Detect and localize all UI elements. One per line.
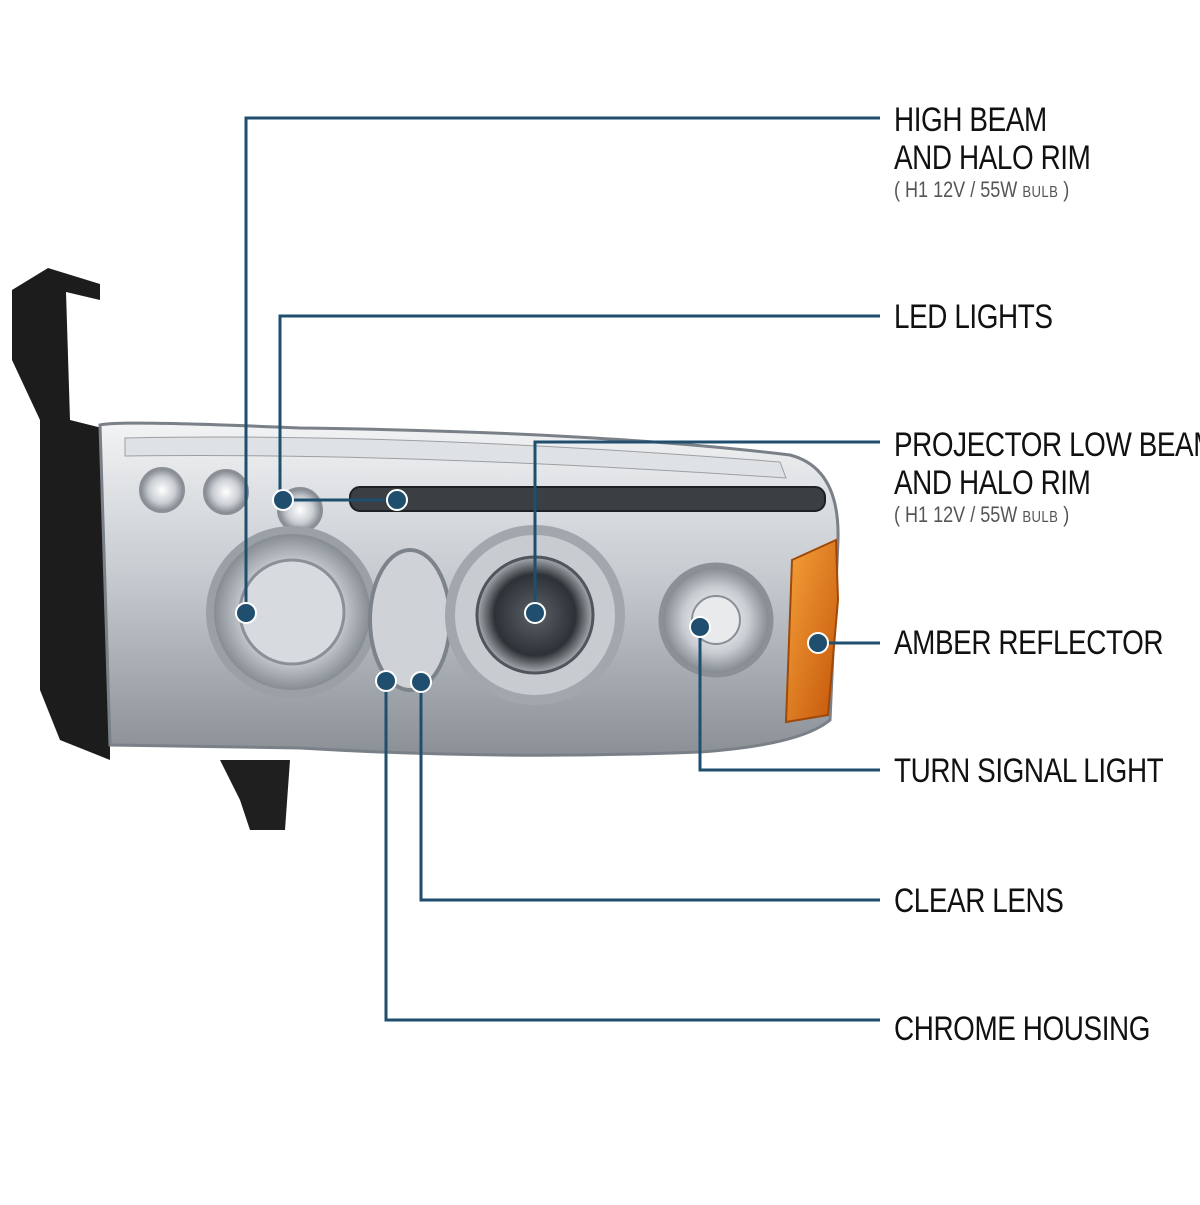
leader-clear-lens [419,682,880,902]
middle-reflector [368,548,452,692]
dot-chrome-housing [375,670,397,692]
label-led-lights-text: LED LIGHTS [894,298,1053,336]
dot-amber [807,632,829,654]
label-projector-line2: AND HALO RIM [894,464,1091,502]
dot-turn-signal [689,616,711,638]
dot-clear-lens [410,671,432,693]
leader-projector [533,440,880,612]
label-projector: PROJECTOR LOW BEAM AND HALO RIM ( H1 12V… [894,426,1200,531]
label-high-beam-line1: HIGH BEAM [894,101,1047,139]
led-cup-1 [139,467,185,513]
callout-dots [235,489,829,693]
label-turn-signal: TURN SIGNAL LIGHT [894,752,1164,790]
leader-high-beam [244,116,880,613]
label-projector-bulb: H1 12V / 55W [905,502,1018,527]
label-amber-reflector-text: AMBER REFLECTOR [894,624,1164,662]
label-high-beam-line2: AND HALO RIM [894,139,1091,177]
label-high-beam-unit: BULB [1022,184,1059,201]
led-cup-2 [203,469,249,515]
dot-projector [524,602,546,624]
mounting-bracket [12,268,110,760]
dot-high-beam [235,602,257,624]
label-projector-unit: BULB [1022,509,1059,526]
label-chrome-housing: CHROME HOUSING [894,1010,1150,1048]
label-projector-spec: ( H1 12V / 55W BULB ) [894,502,1070,527]
label-led-lights: LED LIGHTS [894,298,1053,336]
leader-turn-signal [698,627,880,772]
amber-reflector-lens [784,538,840,724]
label-clear-lens: CLEAR LENS [894,882,1064,920]
dot-led-left [272,489,294,511]
housing-top-strip [124,436,787,479]
led-strip [349,486,826,512]
dot-led-right [386,489,408,511]
label-high-beam-bulb: H1 12V / 55W [905,177,1018,202]
label-high-beam: HIGH BEAM AND HALO RIM ( H1 12V / 55W BU… [894,101,1091,206]
leader-chrome-housing [384,681,880,1022]
label-amber-reflector: AMBER REFLECTOR [894,624,1163,662]
label-projector-line1: PROJECTOR LOW BEAM [894,426,1200,464]
label-high-beam-spec: ( H1 12V / 55W BULB ) [894,177,1070,202]
label-chrome-housing-text: CHROME HOUSING [894,1010,1151,1048]
lower-bracket [220,760,290,830]
leader-led-lights [278,314,880,500]
label-turn-signal-text: TURN SIGNAL LIGHT [894,752,1164,790]
label-clear-lens-text: CLEAR LENS [894,882,1064,920]
